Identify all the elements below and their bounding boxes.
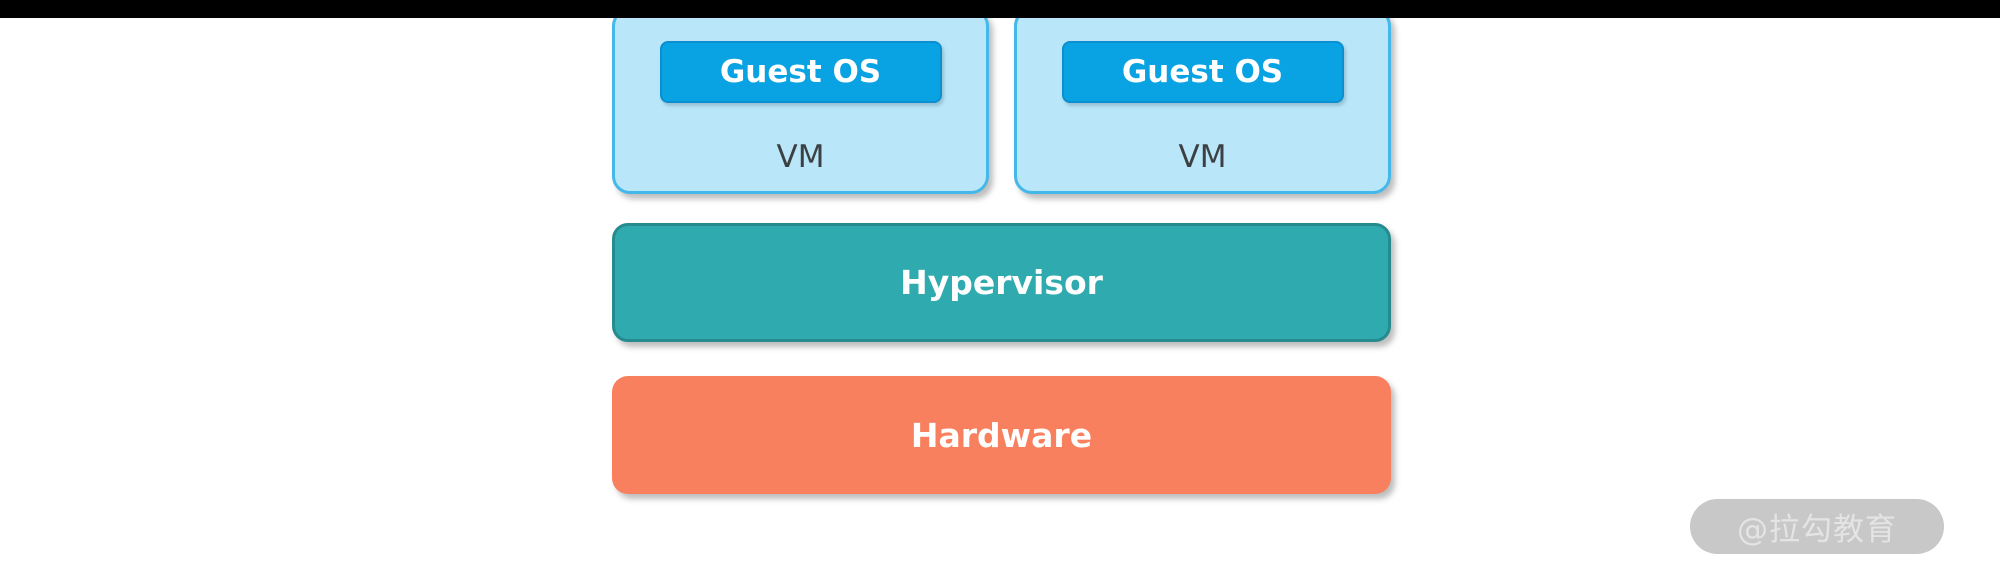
vm-box-2: Guest OS VM <box>1014 8 1391 194</box>
top-black-bar <box>0 0 2000 18</box>
hardware-label: Hardware <box>910 415 1093 455</box>
hardware-box: Hardware <box>612 376 1391 494</box>
watermark-text: @拉勾教育 <box>1737 512 1897 548</box>
vm-box-1: Guest OS VM <box>612 8 989 194</box>
hypervisor-label: Hypervisor <box>900 263 1103 302</box>
guest-os-box-1: Guest OS <box>659 41 942 103</box>
hypervisor-box: Hypervisor <box>612 223 1391 342</box>
vm-label-2: VM <box>1178 139 1227 175</box>
guest-os-label-1: Guest OS <box>719 54 882 90</box>
vm-label-1: VM <box>776 139 825 175</box>
guest-os-box-2: Guest OS <box>1061 41 1344 103</box>
guest-os-label-2: Guest OS <box>1121 54 1284 90</box>
watermark-badge: @拉勾教育 <box>1690 499 1944 554</box>
